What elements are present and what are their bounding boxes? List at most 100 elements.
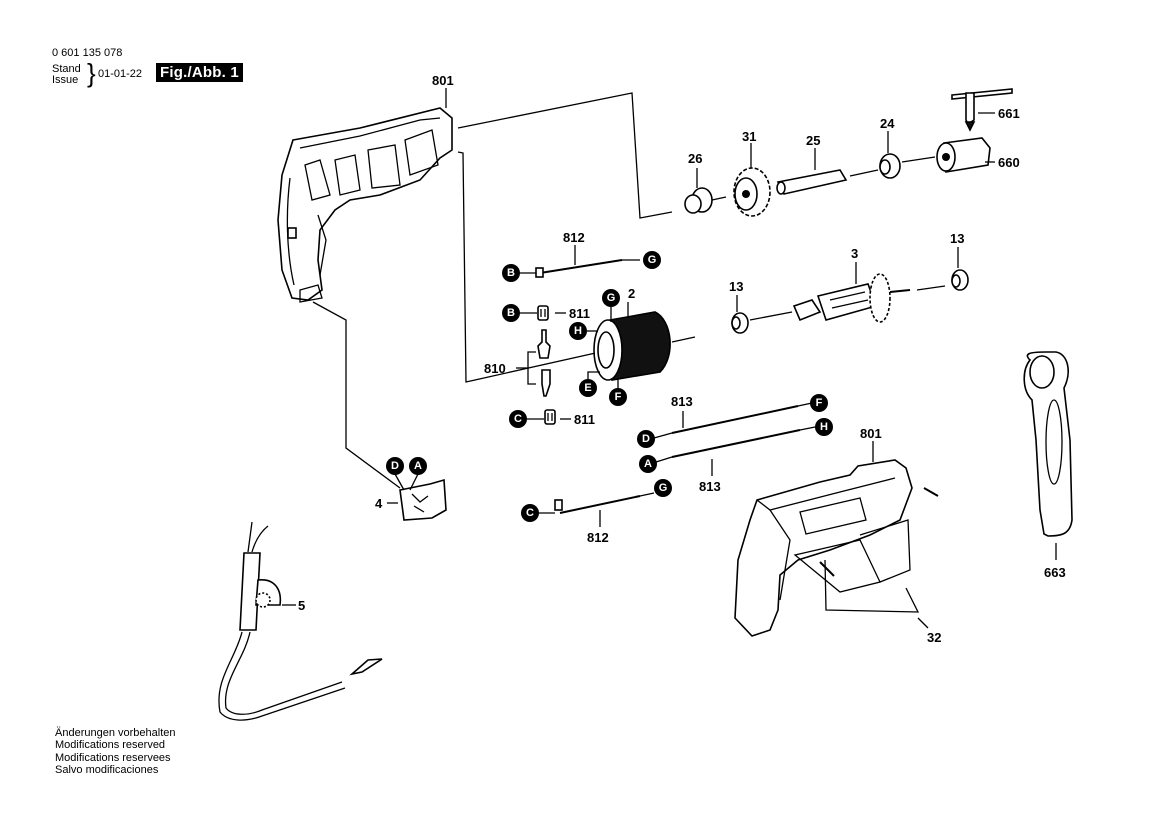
svg-text:H: H <box>574 325 582 337</box>
svg-text:D: D <box>391 460 399 472</box>
leader-line <box>394 473 405 491</box>
wire-813-top[interactable] <box>671 405 799 434</box>
label-661: 661 <box>998 106 1020 121</box>
connector-H-2: H <box>815 418 833 436</box>
connector-C-2: C <box>521 504 539 522</box>
label-24: 24 <box>880 116 895 131</box>
field-2-drawing[interactable] <box>593 311 671 381</box>
brush-lower-drawing[interactable] <box>541 369 551 397</box>
label-26: 26 <box>688 151 702 166</box>
connector-G-3: G <box>654 479 672 497</box>
chuck-key-661-drawing[interactable] <box>951 88 1013 132</box>
label-13-right: 13 <box>950 231 964 246</box>
label-801-right: 801 <box>860 426 882 441</box>
leader-line <box>653 432 673 439</box>
brush-holder-811-top-drawing[interactable] <box>537 305 549 321</box>
svg-text:D: D <box>642 433 650 445</box>
connector-C-1: C <box>509 410 527 428</box>
label-812-top: 812 <box>563 230 585 245</box>
leader-line <box>409 473 419 491</box>
connector-H-1: H <box>569 322 587 340</box>
leader-line <box>587 371 600 379</box>
modifications-notice: Änderungen vorbehalten Modifications res… <box>55 727 175 777</box>
svg-text:E: E <box>584 382 591 394</box>
wire-812-top[interactable] <box>539 259 623 274</box>
connector-B-2: B <box>502 304 520 322</box>
brace-glyph: } <box>87 58 96 88</box>
notice-line-de: Änderungen vorbehalten <box>55 727 176 739</box>
label-4: 4 <box>375 496 383 511</box>
assembly-line-switch <box>312 301 401 489</box>
bearing-24-drawing[interactable] <box>879 153 901 179</box>
connector-F-2: F <box>810 394 828 412</box>
assembly-line-motor <box>457 151 601 383</box>
connector-E-1: E <box>579 379 597 397</box>
issue-label: Issue <box>52 74 79 86</box>
terminal-tab <box>554 499 563 511</box>
part-number: 0 601 135 078 <box>52 47 123 59</box>
connector-A-2: A <box>409 457 427 475</box>
chuck-660-drawing[interactable] <box>936 137 991 173</box>
wire-813-bottom[interactable] <box>671 429 801 458</box>
notice-line-en: Modifications reserved <box>55 739 166 752</box>
leader-32 <box>917 617 929 629</box>
svg-text:C: C <box>514 413 522 425</box>
leader-line <box>655 456 673 463</box>
svg-text:F: F <box>615 391 622 403</box>
label-13-left: 13 <box>729 279 743 294</box>
label-3: 3 <box>851 246 858 261</box>
brush-holder-811-bottom-drawing[interactable] <box>544 409 556 425</box>
label-25: 25 <box>806 133 820 148</box>
label-663: 663 <box>1044 565 1066 580</box>
label-811-top: 811 <box>569 306 590 321</box>
connector-A-1: A <box>639 455 657 473</box>
gear-31-drawing[interactable] <box>733 167 771 217</box>
issue-date: 01-01-22 <box>98 68 143 80</box>
axis-line <box>711 196 727 201</box>
aux-handle-663-drawing[interactable] <box>1023 351 1073 537</box>
label-2: 2 <box>628 286 635 301</box>
brush-upper-drawing[interactable] <box>537 329 551 359</box>
leader-line <box>797 402 813 407</box>
label-810: 810 <box>484 361 506 376</box>
connector-G-1: G <box>643 251 661 269</box>
svg-text:G: G <box>607 292 616 304</box>
svg-text:A: A <box>644 458 652 470</box>
svg-text:F: F <box>816 397 823 409</box>
cord-5-drawing[interactable] <box>218 521 383 721</box>
armature-3-drawing[interactable] <box>792 273 911 323</box>
svg-text:G: G <box>659 482 668 494</box>
label-812-bottom: 812 <box>587 530 609 545</box>
svg-text:B: B <box>507 307 515 319</box>
axis-line <box>849 169 879 177</box>
svg-text:C: C <box>526 507 534 519</box>
spindle-25-drawing[interactable] <box>776 169 848 195</box>
leader-line <box>639 492 655 497</box>
leader-line <box>799 426 816 431</box>
housing-right-drawing[interactable] <box>734 459 939 637</box>
svg-text:G: G <box>648 254 657 266</box>
label-660: 660 <box>998 155 1020 170</box>
axis-line <box>916 285 946 291</box>
axis-line <box>901 156 936 163</box>
svg-text:B: B <box>507 267 515 279</box>
label-32: 32 <box>927 630 941 645</box>
figure-label: Fig./Abb. 1 <box>156 63 243 82</box>
label-813-bottom: 813 <box>699 479 721 494</box>
label-801-left: 801 <box>432 73 454 88</box>
notice-line-fr: Modifications reservees <box>55 751 171 764</box>
switch-4-drawing[interactable] <box>399 478 447 521</box>
bearing-26-drawing[interactable] <box>684 187 713 214</box>
wire-812-bottom[interactable] <box>559 495 641 514</box>
assembly-line-gearbox <box>457 92 673 219</box>
bearing-13-right-drawing[interactable] <box>951 269 969 291</box>
bearing-13-left-drawing[interactable] <box>731 312 749 334</box>
label-811-bottom: 811 <box>574 412 595 427</box>
connector-D-2: D <box>386 457 404 475</box>
terminal-tab <box>535 267 544 278</box>
housing-left-drawing[interactable] <box>277 107 453 303</box>
svg-text:A: A <box>414 460 422 472</box>
axis-line <box>671 336 696 343</box>
stand-label: Stand <box>52 63 81 75</box>
